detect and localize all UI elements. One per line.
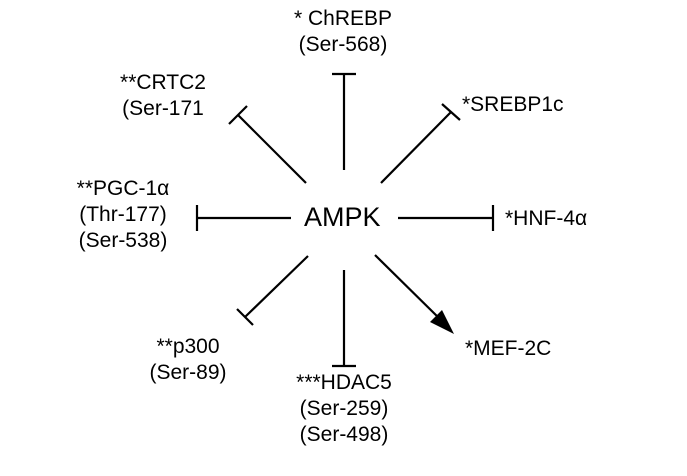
target-mef2c-line-1: *MEF-2C [465, 337, 552, 360]
target-p300-line-1: **p300 [156, 335, 220, 358]
target-pgc1a-line-1: **PGC-1α [76, 177, 170, 200]
center-node-ampk: AMPK [304, 202, 381, 232]
target-mef2c: *MEF-2C [465, 336, 551, 362]
target-pgc1a-line-3: (Ser-538) [78, 229, 168, 252]
edge-srebp1c [380, 103, 461, 184]
target-p300-line-2: (Ser-89) [149, 361, 227, 384]
target-hnf4a-line-1: *HNF-4α [505, 207, 588, 230]
target-hnf4a: *HNF-4α [505, 206, 587, 232]
edge-mef2c [374, 254, 454, 334]
target-hdac5: ***HDAC5 (Ser-259) (Ser-498) [279, 370, 409, 448]
edge-hnf4a [398, 205, 495, 231]
target-chrebp: * ChREBP (Ser-568) [278, 6, 408, 58]
edge-pgc1a [195, 205, 291, 231]
target-srebp1c-line-1: *SREBP1c [462, 93, 564, 116]
target-hdac5-line-1: ***HDAC5 [296, 371, 392, 394]
target-pgc1a: **PGC-1α (Thr-177) (Ser-538) [58, 176, 188, 254]
target-crtc2-line-2: (Ser-171 [122, 97, 204, 120]
target-chrebp-line-2: (Ser-568) [298, 33, 388, 56]
target-hdac5-line-3: (Ser-498) [299, 423, 389, 446]
edge-crtc2 [228, 105, 307, 184]
target-chrebp-line-1: * ChREBP [293, 7, 393, 30]
target-crtc2-line-1: **CRTC2 [120, 71, 206, 94]
edge-p300 [236, 255, 309, 326]
arrowhead-icon [430, 310, 454, 334]
target-crtc2: **CRTC2 (Ser-171 [98, 70, 228, 122]
target-pgc1a-line-2: (Thr-177) [79, 203, 167, 226]
target-p300: **p300 (Ser-89) [128, 334, 248, 386]
edge-chrebp [332, 72, 356, 170]
target-srebp1c: *SREBP1c [462, 92, 564, 118]
target-hdac5-line-2: (Ser-259) [299, 397, 389, 420]
edge-hdac5 [332, 270, 356, 368]
